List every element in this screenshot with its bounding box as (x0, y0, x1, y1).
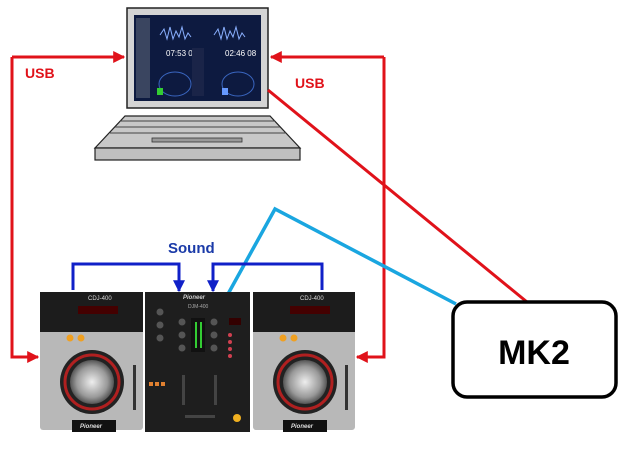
usb-label-left: USB (25, 65, 55, 81)
mk2-usb-cable (267, 88, 528, 304)
cdj-left-brand: Pioneer (80, 424, 103, 430)
usb-cable-left (10, 51, 126, 363)
cdj-player-left: CDJ-400 Pioneer (40, 292, 143, 432)
dj-mixer: Pioneer DJM-400 (145, 292, 250, 432)
deck-a-time: 07:53 06 (166, 49, 198, 58)
usb-label-right: USB (295, 75, 325, 91)
sound-label: Sound (168, 240, 215, 257)
laptop: 07:53 06 02:46 08 (93, 7, 302, 161)
sound-cable-left (71, 262, 185, 293)
cdj-right-model: CDJ-400 (300, 296, 324, 302)
usb-cable-right (269, 51, 386, 363)
cdj-left-model: CDJ-400 (88, 296, 112, 302)
mk2-controller: MK2 (451, 300, 618, 399)
mixer-brand: Pioneer (183, 295, 206, 301)
cdj-right-brand: Pioneer (291, 424, 314, 430)
mk2-label: MK2 (498, 334, 570, 372)
sound-cable-right (207, 262, 324, 293)
mk2-audio-cable (226, 206, 457, 306)
mixer-model: DJM-400 (188, 304, 209, 310)
deck-b-time: 02:46 08 (225, 49, 257, 58)
cdj-player-right: CDJ-400 Pioneer (253, 292, 355, 432)
